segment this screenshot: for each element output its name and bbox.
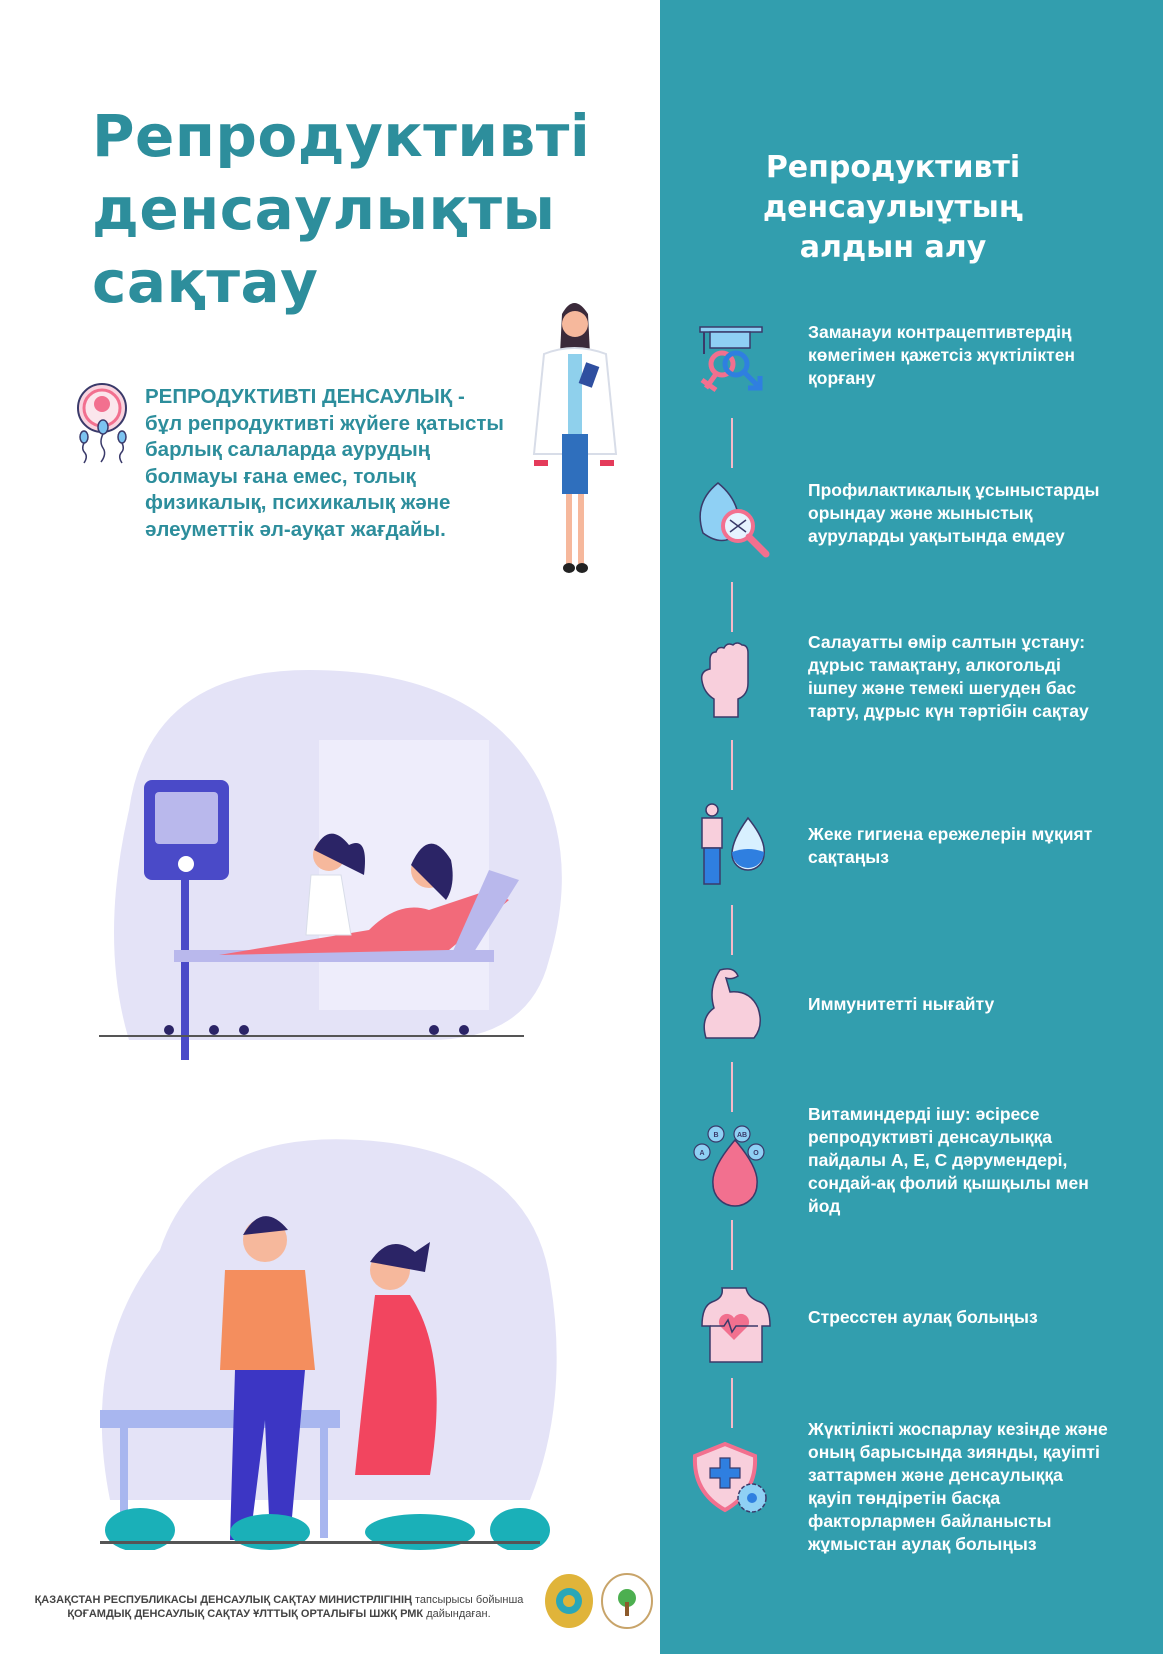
definition-text: РЕПРОДУКТИВТІ ДЕНСАУЛЫҚ - бұл репродукти… xyxy=(145,384,505,543)
leaf-dna-magnifier-icon xyxy=(699,482,770,558)
raised-hand-icon xyxy=(700,642,749,718)
contraception-icon xyxy=(699,326,763,393)
main-title-line: Репродуктивті xyxy=(92,102,591,170)
prevention-item-text: Заманауи контрацептивтердің көмегімен қа… xyxy=(808,322,1075,388)
blood-group-b: B xyxy=(713,1132,718,1139)
prevention-item-text: Жүктілікті жоспарлау кезінде және оның б… xyxy=(808,1419,1108,1554)
torso-heart-icon xyxy=(701,1287,771,1363)
panel-title: Репродуктивті денсаулыұтың алдын алу xyxy=(660,148,1126,268)
prevention-item-text: Иммунитетті нығайту xyxy=(808,994,995,1014)
timeline-connector xyxy=(731,1220,733,1270)
panel-title-line: Репродуктивті xyxy=(765,150,1021,185)
shield-cross-virus-icon xyxy=(692,1441,767,1513)
prevention-item-text: Витаминдерді ішу: әсіресе репродуктивті … xyxy=(808,1104,1089,1216)
timeline-connector xyxy=(731,1062,733,1112)
footer-prepared: дайындаған. xyxy=(426,1608,491,1620)
footer-order: тапсырысы бойынша xyxy=(415,1594,524,1606)
prevention-item-text: Стресстен аулақ болыңыз xyxy=(808,1307,1038,1327)
kazakhstan-emblem-logo xyxy=(545,1574,593,1628)
prevention-item-text: Профилактикалық ұсыныстарды орындау және… xyxy=(808,480,1100,546)
timeline-connector xyxy=(731,582,733,632)
timeline-connector xyxy=(731,905,733,955)
definition-body: - бұл репродуктивті жүйеге қатысты барлы… xyxy=(145,385,504,541)
footer-ministry: ҚАЗАҚСТАН РЕСПУБЛИКАСЫ ДЕНСАУЛЫҚ САҚТАУ … xyxy=(34,1594,412,1606)
main-title-line: сақтау xyxy=(92,248,319,316)
panel-title-line: алдын алу xyxy=(799,230,987,265)
prevention-item-text: Жеке гигиена ережелерін мұқият сақтаңыз xyxy=(808,824,1093,867)
blood-group-ab: AB xyxy=(737,1132,747,1139)
ultrasound-illustration xyxy=(99,670,562,1060)
egg-sperm-icon xyxy=(77,383,127,464)
person-water-drop-icon xyxy=(701,803,765,885)
definition-heading: РЕПРОДУКТИВТІ ДЕНСАУЛЫҚ xyxy=(145,385,453,408)
main-title-line: денсаулықты xyxy=(92,175,556,243)
footer-center: ҚОҒАМДЫҚ ДЕНСАУЛЫҚ САҚТАУ ҰЛТТЫҚ ОРТАЛЫҒ… xyxy=(67,1608,424,1620)
panel-title-line: денсаулыұтың xyxy=(762,190,1024,225)
doctor-illustration xyxy=(532,303,618,573)
blood-drop-groups-icon: A B AB O xyxy=(693,1125,765,1207)
public-health-center-logo xyxy=(601,1573,653,1629)
timeline-connector xyxy=(731,1378,733,1428)
main-title: Репродуктивті денсаулықты сақтау xyxy=(92,100,590,319)
blood-group-o: O xyxy=(753,1150,759,1157)
flexed-arm-icon xyxy=(703,968,761,1039)
prevention-item-text: Салауатты өмір салтын ұстану: дұрыс тама… xyxy=(808,632,1089,721)
couple-park-illustration xyxy=(100,1139,557,1550)
blood-group-a: A xyxy=(699,1150,704,1157)
footer-credit: ҚАЗАҚСТАН РЕСПУБЛИКАСЫ ДЕНСАУЛЫҚ САҚТАУ … xyxy=(14,1593,544,1621)
timeline-connector xyxy=(731,740,733,790)
timeline-connector xyxy=(731,418,733,468)
